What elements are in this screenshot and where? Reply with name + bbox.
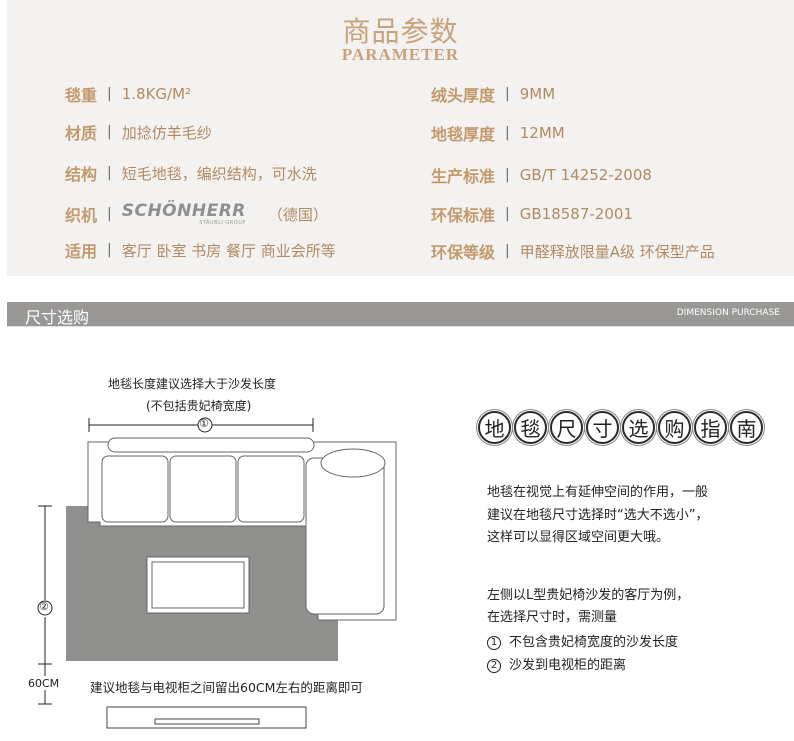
coffee-table [146, 556, 250, 614]
guide-item-1: 1 不包含贵妃椅宽度的沙发长度 [487, 631, 678, 650]
gap-note: 建议地毯与电视柜之间留出60CM左右的距离即可 [90, 680, 363, 695]
guide-para2-line1: 左侧以L型贵妃椅沙发的客厅为例， [487, 588, 690, 603]
guide-title-char: 南 [730, 411, 763, 444]
section-title: 尺寸选购 [25, 308, 90, 327]
param-row-eco-grade: 环保等级 | 甲醛释放限量A级 环保型产品 [431, 239, 715, 263]
guide-item-text: 不包含贵妃椅宽度的沙发长度 [509, 635, 679, 650]
param-separator: | [107, 124, 112, 140]
param-separator: | [505, 243, 510, 259]
guide-title-char: 选 [622, 411, 655, 444]
guide-para1-line1: 地毯在视觉上有延伸空间的作用，一般 [487, 485, 709, 500]
param-label: 环保等级 [431, 243, 496, 262]
parameter-panel: 商品参数 PARAMETER 毯重 | 1.8KG/M² 材质 | 加捻仿羊毛纱… [7, 0, 794, 276]
guide-item-text: 沙发到电视柜的距离 [509, 658, 627, 673]
guide-para1-line2: 建议在地毯尺寸选择时“选大不选小”， [487, 508, 709, 523]
param-row-structure: 结构 | 短毛地毯，编织结构，可水洗 [65, 161, 317, 185]
guide-para2-line2: 在选择尺寸时，需测量 [487, 610, 618, 625]
param-label: 环保标准 [431, 206, 496, 225]
length-note-line1: 地毯长度建议选择大于沙发长度 [108, 377, 277, 391]
guide-title-char: 寸 [586, 411, 619, 444]
param-value: 客厅 卧室 书房 餐厅 商业会所等 [121, 241, 336, 260]
param-label: 生产标准 [431, 167, 496, 186]
guide-title: 地 毯 尺 寸 选 购 指 南 [478, 411, 763, 444]
guide-title-char: 毯 [514, 411, 547, 444]
param-value: GB/T 14252-2008 [519, 166, 652, 184]
guide-title-char: 尺 [550, 411, 583, 444]
guide-title-char: 购 [658, 411, 691, 444]
param-row-usage: 适用 | 客厅 卧室 书房 餐厅 商业会所等 [65, 238, 336, 262]
param-label: 材质 [65, 124, 98, 143]
length-note-line2: (不包括贵妃椅宽度) [146, 399, 252, 413]
guide-title-char: 指 [694, 411, 727, 444]
param-value: 1.8KG/M² [121, 85, 192, 103]
guide-item-2: 2 沙发到电视柜的距离 [487, 654, 626, 673]
param-row-weight: 毯重 | 1.8KG/M² [65, 82, 191, 106]
sofa-to-tv-dimension [37, 505, 53, 705]
guide-para1-line3: 这样可以显得区域空间更大哦。 [487, 530, 670, 545]
parameter-title: 商品参数 [342, 15, 459, 48]
param-value: （德国） [267, 205, 328, 224]
guide-title-char: 地 [478, 411, 511, 444]
param-label: 织机 [65, 206, 98, 225]
living-room-diagram [37, 417, 397, 729]
section-header-bar: 尺寸选购 DIMENSION PURCHASE [7, 302, 794, 327]
guide-item-number: 1 [487, 635, 501, 650]
sofa-shape [87, 437, 397, 621]
param-row-eco-standard: 环保标准 | GB18587-2001 [431, 202, 633, 226]
logo-subtext: STÄUBLI GROUP [199, 219, 246, 226]
param-label: 毯重 [65, 86, 98, 105]
param-separator: | [505, 86, 510, 102]
marker-2: ② [39, 600, 49, 613]
parameter-subtitle: PARAMETER [341, 45, 460, 64]
param-separator: | [505, 167, 510, 183]
param-label: 适用 [65, 242, 98, 261]
logo-wordmark: SCHÖNHERR [121, 200, 246, 221]
param-separator: | [505, 125, 510, 141]
tv-cabinet [106, 706, 307, 729]
param-label: 绒头厚度 [431, 86, 496, 105]
param-separator: | [107, 206, 112, 222]
param-value: 9MM [519, 85, 556, 103]
param-separator: | [107, 165, 112, 181]
marker-1: ① [199, 417, 209, 430]
param-value: 加捻仿羊毛纱 [121, 123, 212, 142]
param-label: 结构 [65, 165, 98, 184]
param-row-pile-thickness: 绒头厚度 | 9MM [431, 82, 555, 106]
sofa-length-dimension [88, 417, 314, 433]
param-value: 甲醛释放限量A级 环保型产品 [519, 242, 715, 261]
param-value: 12MM [519, 124, 565, 142]
gap-label: 60CM [28, 677, 60, 690]
param-separator: | [107, 86, 112, 102]
schonherr-logo: SCHÖNHERR STÄUBLI GROUP [121, 200, 246, 226]
param-row-loom: 织机 | SCHÖNHERR STÄUBLI GROUP （德国） [65, 202, 328, 226]
param-row-rug-thickness: 地毯厚度 | 12MM [431, 121, 565, 145]
param-row-material: 材质 | 加捻仿羊毛纱 [65, 120, 212, 144]
guide-item-number: 2 [487, 658, 501, 673]
param-separator: | [505, 206, 510, 222]
param-value: 短毛地毯，编织结构，可水洗 [121, 164, 317, 183]
param-separator: | [107, 242, 112, 258]
param-label: 地毯厚度 [431, 125, 496, 144]
section-subtitle: DIMENSION PURCHASE [676, 308, 780, 318]
param-value: GB18587-2001 [519, 205, 633, 223]
param-row-production-standard: 生产标准 | GB/T 14252-2008 [431, 163, 652, 187]
